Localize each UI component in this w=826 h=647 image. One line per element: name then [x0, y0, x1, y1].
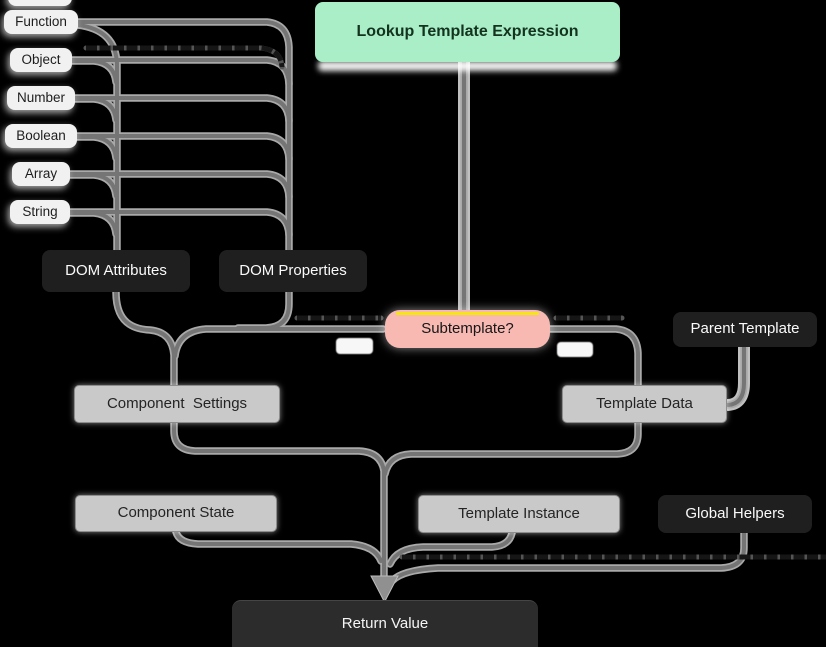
- node-type-number: Number: [7, 86, 75, 110]
- node-type-function: Function: [4, 10, 78, 34]
- node-dom-attributes: DOM Attributes: [42, 250, 190, 292]
- node-type-boolean: Boolean: [5, 124, 77, 148]
- green-node-glow: [318, 61, 617, 71]
- node-subtemplate-decision: Subtemplate?: [385, 310, 550, 348]
- node-component-state: Component State: [75, 495, 277, 532]
- node-type-string: String: [10, 200, 70, 224]
- node-template-instance: Template Instance: [418, 495, 620, 533]
- flow-arrowhead: [370, 575, 399, 604]
- node-type-array: Array: [12, 162, 70, 186]
- type-box-clipped: [8, 0, 72, 6]
- node-global-helpers: Global Helpers: [658, 495, 812, 533]
- node-lookup-template-expression: Lookup Template Expression: [315, 2, 620, 62]
- node-dom-properties: DOM Properties: [219, 250, 367, 292]
- edge-label-blob-left: [336, 338, 373, 354]
- node-template-data: Template Data: [562, 385, 727, 423]
- node-parent-template: Parent Template: [673, 312, 817, 347]
- node-return-value: Return Value: [232, 600, 538, 647]
- node-component-settings: Component Settings: [74, 385, 280, 423]
- node-type-object: Object: [10, 48, 72, 72]
- edge-label-blob-right: [557, 342, 593, 357]
